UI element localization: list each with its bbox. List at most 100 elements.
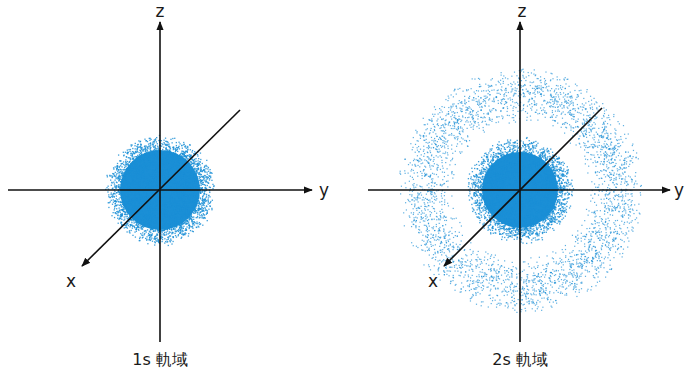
cloud-dot [198, 191, 199, 192]
cloud-dot [176, 192, 177, 193]
cloud-dot [136, 231, 137, 232]
cloud-dot [133, 219, 134, 220]
cloud-dot [182, 157, 183, 158]
cloud-dot [169, 155, 170, 156]
cloud-dot [147, 202, 148, 203]
cloud-dot [179, 202, 180, 203]
cloud-dot [174, 213, 175, 214]
cloud-dot [157, 178, 158, 179]
cloud-dot [123, 152, 124, 153]
cloud-dot [152, 157, 153, 158]
cloud-dot [205, 180, 206, 181]
cloud-dot [172, 166, 173, 167]
cloud-dot [211, 180, 212, 181]
cloud-dot [117, 163, 118, 164]
cloud-dot [145, 151, 146, 152]
cloud-dot [211, 208, 212, 209]
cloud-dot [165, 153, 166, 154]
cloud-dot [117, 218, 118, 219]
cloud-dot [152, 241, 153, 242]
cloud-dot [167, 142, 168, 143]
cloud-dot [170, 159, 171, 160]
cloud-dot [161, 210, 162, 211]
cloud-dot [152, 142, 153, 143]
cloud-dot [149, 237, 150, 238]
cloud-dot [133, 168, 134, 169]
cloud-dot [189, 228, 190, 229]
cloud-dot [168, 245, 169, 246]
cloud-dot [132, 174, 133, 175]
cloud-dot [194, 164, 195, 165]
cloud-dot [157, 159, 158, 160]
cloud-dot [110, 194, 111, 195]
cloud-dot [135, 143, 136, 144]
cloud-dot [149, 168, 150, 169]
cloud-dot [135, 148, 136, 149]
cloud-dot [174, 166, 175, 167]
cloud-dot [189, 198, 190, 199]
cloud-dot [166, 147, 167, 148]
cloud-dot [181, 177, 182, 178]
cloud-dot [127, 192, 128, 193]
cloud-dot [138, 187, 139, 188]
cloud-dot [202, 225, 203, 226]
cloud-dot [141, 185, 142, 186]
cloud-dot [175, 231, 176, 232]
cloud-dot [143, 155, 144, 156]
cloud-dot [177, 151, 178, 152]
cloud-dot [137, 176, 138, 177]
cloud-dot [167, 200, 168, 201]
cloud-dot [164, 219, 165, 220]
cloud-dot [154, 218, 155, 219]
cloud-dot [154, 241, 155, 242]
cloud-dot [204, 207, 205, 208]
cloud-dot [185, 152, 186, 153]
cloud-dot [165, 178, 166, 179]
cloud-dot [168, 224, 169, 225]
cloud-dot [181, 164, 182, 165]
cloud-dot [118, 191, 119, 192]
cloud-dot [162, 209, 163, 210]
cloud-dot [208, 167, 209, 168]
cloud-dot [146, 159, 147, 160]
cloud-dot [144, 234, 145, 235]
cloud-dot [111, 192, 112, 193]
cloud-dot [206, 179, 207, 180]
cloud-dot [117, 215, 118, 216]
cloud-dot [128, 149, 129, 150]
cloud-dot [141, 177, 142, 178]
cloud-dot [190, 166, 191, 167]
cloud-dot [179, 191, 180, 192]
cloud-dot [139, 154, 140, 155]
cloud-dot [158, 156, 159, 157]
cloud-dot [200, 152, 201, 153]
cloud-dot [166, 241, 167, 242]
cloud-dot [193, 205, 194, 206]
cloud-dot [140, 159, 141, 160]
cloud-dot [138, 214, 139, 215]
cloud-dot [124, 218, 125, 219]
cloud-dot [121, 171, 122, 172]
cloud-dot [127, 214, 128, 215]
cloud-dot [140, 172, 141, 173]
cloud-dot [115, 172, 116, 173]
cloud-dot [198, 182, 199, 183]
cloud-dot [134, 227, 135, 228]
cloud-dot [208, 199, 209, 200]
cloud-dot [135, 182, 136, 183]
cloud-dot [127, 212, 128, 213]
cloud-dot [149, 194, 150, 195]
cloud-dot [143, 180, 144, 181]
cloud-dot [127, 195, 128, 196]
cloud-dot [205, 168, 206, 169]
cloud-dot [206, 160, 207, 161]
cloud-dot [136, 222, 137, 223]
cloud-dot [151, 199, 152, 200]
cloud-dot [179, 215, 180, 216]
cloud-dot [177, 205, 178, 206]
cloud-dot [142, 186, 143, 187]
cloud-dot [114, 208, 115, 209]
cloud-dot [158, 177, 159, 178]
cloud-dot [194, 173, 195, 174]
cloud-dot [199, 217, 200, 218]
